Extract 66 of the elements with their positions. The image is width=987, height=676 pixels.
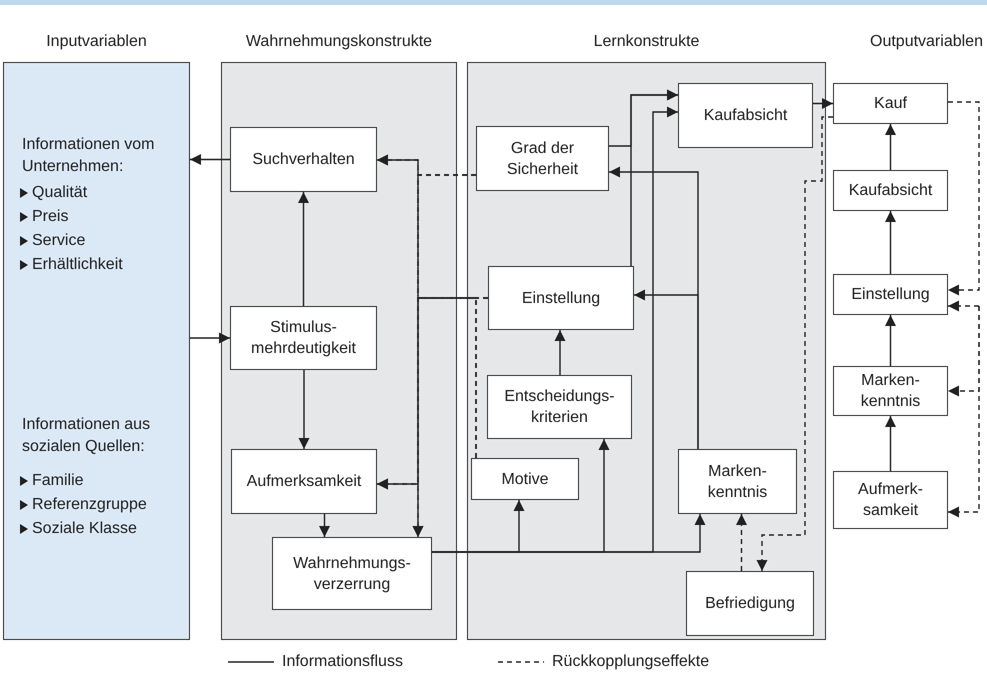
box-label: Marken- kenntnis (706, 462, 768, 502)
dashed-arrow (948, 306, 980, 518)
process-box (833, 83, 948, 124)
list-heading: Informationen aus sozialen Quellen: (22, 415, 152, 457)
box-label: Kaufabsicht (848, 181, 932, 201)
box-label: Einstellung (522, 288, 600, 308)
arrow (885, 124, 896, 170)
process-box (678, 449, 797, 514)
column-heading: Outputvariablen (870, 32, 983, 52)
arrow (813, 98, 833, 109)
dashed-arrow (756, 116, 833, 571)
box-label: Kauf (874, 94, 907, 114)
arrow (630, 90, 678, 266)
arrow (634, 290, 699, 449)
arrow (885, 315, 896, 366)
list-item-text: Soziale Klasse (32, 519, 138, 539)
process-box (230, 127, 377, 192)
list-item-text: Familie (32, 471, 85, 491)
box-label: Marken- kenntnis (860, 371, 922, 412)
list-item-text: Qualität (32, 183, 88, 203)
box-label: Stimulus- mehrdeutigkeit (250, 318, 357, 359)
process-box (678, 83, 813, 148)
arrow (298, 192, 309, 306)
process-box (488, 266, 634, 330)
box-label: Grad der Sicherheit (506, 138, 580, 180)
box-label: Befriedigung (705, 594, 795, 614)
panel-heading: Wahrnehmungskonstrukte (244, 32, 434, 52)
box-label: Einstellung (851, 285, 930, 305)
process-box (833, 170, 948, 211)
legend-label: Informationsfluss (282, 652, 403, 672)
dashed-arrow (736, 514, 747, 571)
box-label: Aufmerksamkeit (246, 472, 362, 492)
process-box (487, 375, 632, 439)
list-heading: Informationen vom Unternehmen: (22, 135, 156, 177)
list-item-text: Service (32, 231, 86, 251)
box-label: Suchverhalten (252, 150, 355, 170)
arrow (319, 514, 330, 537)
process-box (231, 449, 377, 514)
legend-label: Rückkopplungseffekte (552, 652, 710, 672)
arrow (885, 211, 896, 274)
process-box (686, 571, 814, 636)
panel-heading: Lernkonstrukte (592, 32, 700, 52)
process-box (471, 458, 579, 500)
dashed-arrow (948, 300, 979, 312)
arrow (190, 154, 230, 165)
panel-heading: Inputvariablen (45, 32, 148, 52)
arrow (298, 370, 310, 449)
arrow (432, 514, 706, 553)
list-item-text: Referenzgruppe (32, 495, 148, 515)
process-box (833, 274, 948, 315)
process-box (230, 306, 377, 370)
box-label: Kaufabsicht (704, 106, 788, 126)
dashed-arrow (948, 101, 980, 296)
box-label: Motive (501, 470, 549, 490)
arrow (885, 416, 896, 471)
process-box (833, 471, 948, 529)
list-item-text: Preis (32, 207, 70, 227)
list-item-text: Erhältlichkeit (32, 255, 124, 275)
box-label: Aufmerk- samkeit (857, 480, 924, 521)
process-box (476, 126, 609, 191)
arrow (554, 330, 566, 375)
process-box (833, 366, 948, 416)
box-label: Wahrnehmungs- verzerrung (292, 554, 412, 594)
box-label: Entscheidungs- kriterien (503, 387, 616, 428)
arrow (190, 332, 230, 344)
process-box (272, 537, 432, 610)
